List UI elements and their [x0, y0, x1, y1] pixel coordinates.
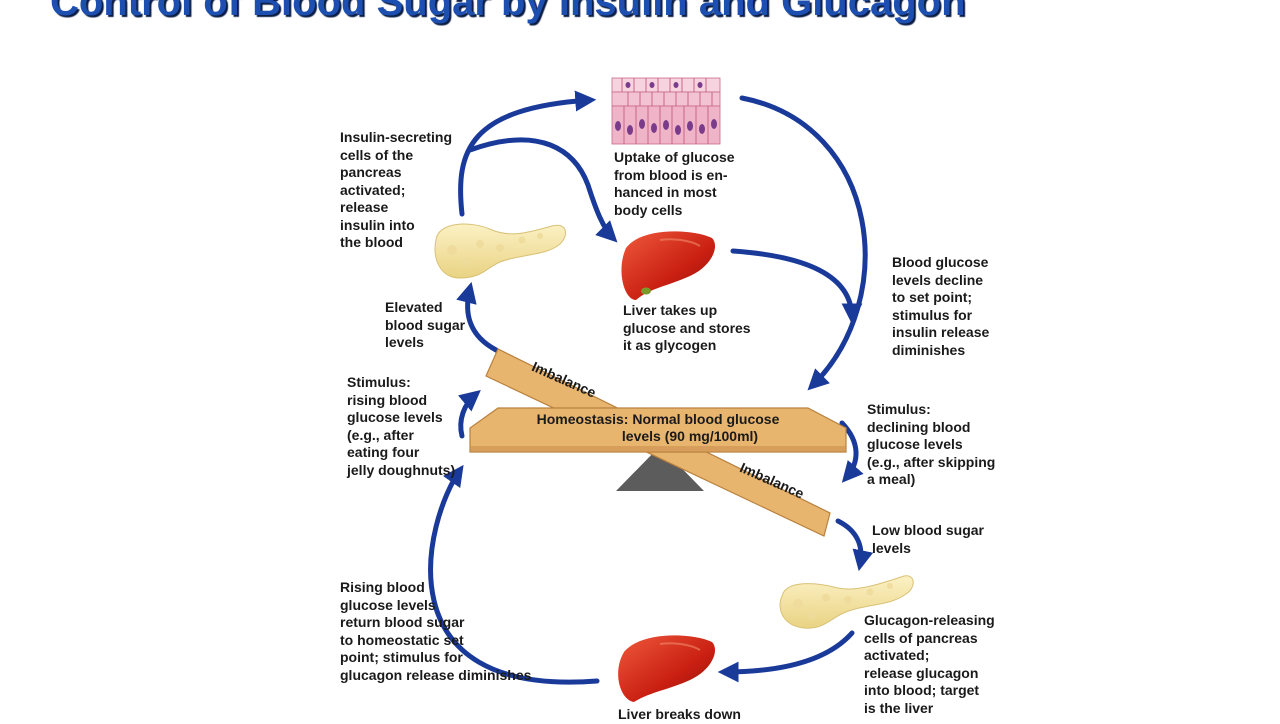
liver-icon — [621, 231, 716, 300]
decline-set-point-label: Blood glucose levels decline to set poin… — [892, 254, 990, 358]
stimulus-declining-label: Stimulus: declining blood glucose levels… — [867, 401, 996, 487]
arrow-liver-to-rising — [428, 464, 600, 685]
arrow-to-low-sugar — [835, 518, 874, 572]
low-sugar-label: Low blood sugar levels — [872, 522, 984, 556]
liver-stores-label: Liver takes up glucose and stores it as … — [623, 302, 751, 353]
liver-breaks-label: Liver breaks down — [618, 706, 741, 722]
homeostasis-line1: Homeostasis: Normal blood glucose — [537, 411, 780, 427]
insulin-secreting-label: Insulin-secreting cells of the pancreas … — [340, 129, 453, 250]
arrow-pancreas-to-cells — [458, 90, 597, 217]
seesaw: Homeostasis: Normal blood glucose levels… — [469, 348, 847, 537]
uptake-glucose-label: Uptake of glucose from blood is en- hanc… — [614, 149, 735, 218]
homeostasis-line2: levels (90 mg/100ml) — [622, 428, 758, 444]
rising-return-label: Rising blood glucose levels return blood… — [340, 579, 532, 683]
liver-icon — [618, 635, 716, 702]
elevated-sugar-label: Elevated blood sugar levels — [385, 299, 466, 350]
arrow-elevated-to-pancreas — [456, 281, 499, 353]
arrow-cells-to-decline — [739, 95, 868, 391]
stimulus-rising-label: Stimulus: rising blood glucose levels (e… — [347, 374, 456, 478]
arrow-to-liver — [467, 137, 618, 243]
pancreas-icon — [779, 575, 914, 629]
glucagon-releasing-label: Glucagon-releasing cells of pancreas act… — [864, 612, 995, 716]
arrow-stimulus-rising — [457, 389, 481, 439]
body-cells-icon — [611, 77, 721, 145]
fulcrum-icon — [616, 446, 704, 491]
pancreas-icon — [434, 223, 567, 279]
page-title: Control of Blood Sugar by Insulin and Gl… — [50, 0, 966, 24]
arrow-pancreas-to-liver — [717, 630, 855, 683]
arrow-liver-to-decline — [730, 248, 863, 325]
